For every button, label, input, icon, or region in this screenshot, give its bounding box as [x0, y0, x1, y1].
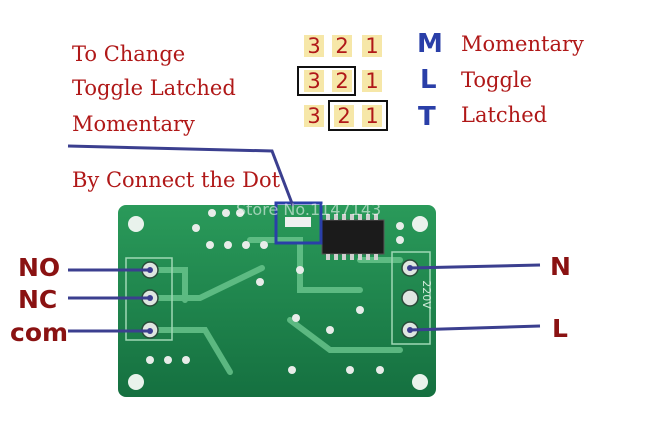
store-watermark: Store No.1147143	[236, 200, 382, 219]
mount-hole	[128, 374, 144, 390]
solder-pads	[146, 209, 404, 374]
terminal-label-com: com	[10, 318, 69, 347]
terminal-label-l: L	[552, 314, 568, 343]
jumper-pads	[285, 217, 311, 227]
terminal-label-no: NO	[18, 253, 61, 282]
pointer-lines	[67, 144, 541, 333]
mount-hole	[128, 216, 144, 232]
jumper-digit: 1	[362, 105, 382, 127]
jumper-highlight-box	[274, 201, 323, 245]
instruction-line-1: To Change	[72, 42, 186, 66]
connect-dot-label: By Connect the Dot	[72, 168, 281, 192]
mode-letter: L	[420, 65, 437, 95]
mode-letter: T	[418, 102, 436, 132]
instruction-line-3: Momentary	[72, 112, 195, 136]
jumper-digit: 1	[362, 35, 382, 57]
mount-hole	[412, 216, 428, 232]
n-pointer	[409, 263, 541, 270]
jumper-bridge-2-1	[328, 100, 388, 131]
terminal-label-n: N	[550, 252, 571, 281]
connect-dot-pointer	[67, 144, 295, 207]
mode-name: Momentary	[461, 32, 584, 56]
right-terminal-block	[391, 251, 431, 345]
jumper-digit: 1	[362, 70, 382, 92]
l-pointer	[409, 324, 541, 332]
jumper-digit: 3	[304, 105, 324, 127]
jumper-row-momentary: 3 2 1 M Momentary	[300, 29, 600, 60]
mode-name: Toggle	[461, 68, 533, 92]
jumper-row-toggle: 3 2 1 L Toggle	[297, 65, 600, 96]
ic-pins	[326, 214, 378, 260]
jumper-row-latched: 3 2 1 T Latched	[300, 100, 600, 132]
mount-hole	[412, 374, 428, 390]
mode-letter: M	[417, 29, 443, 59]
jumper-digit: 2	[332, 35, 352, 57]
jumper-digit: 2	[332, 70, 352, 92]
instruction-line-2: Toggle Latched	[72, 76, 236, 100]
voltage-silk: 220V	[419, 280, 433, 309]
jumper-digit: 2	[334, 105, 354, 127]
ic-chip	[321, 219, 385, 255]
jumper-bridge-3-2	[297, 66, 356, 96]
jumper-digit: 3	[304, 70, 324, 92]
jumper-digit: 3	[304, 35, 324, 57]
mode-name: Latched	[461, 103, 548, 127]
terminal-label-nc: NC	[18, 285, 58, 314]
